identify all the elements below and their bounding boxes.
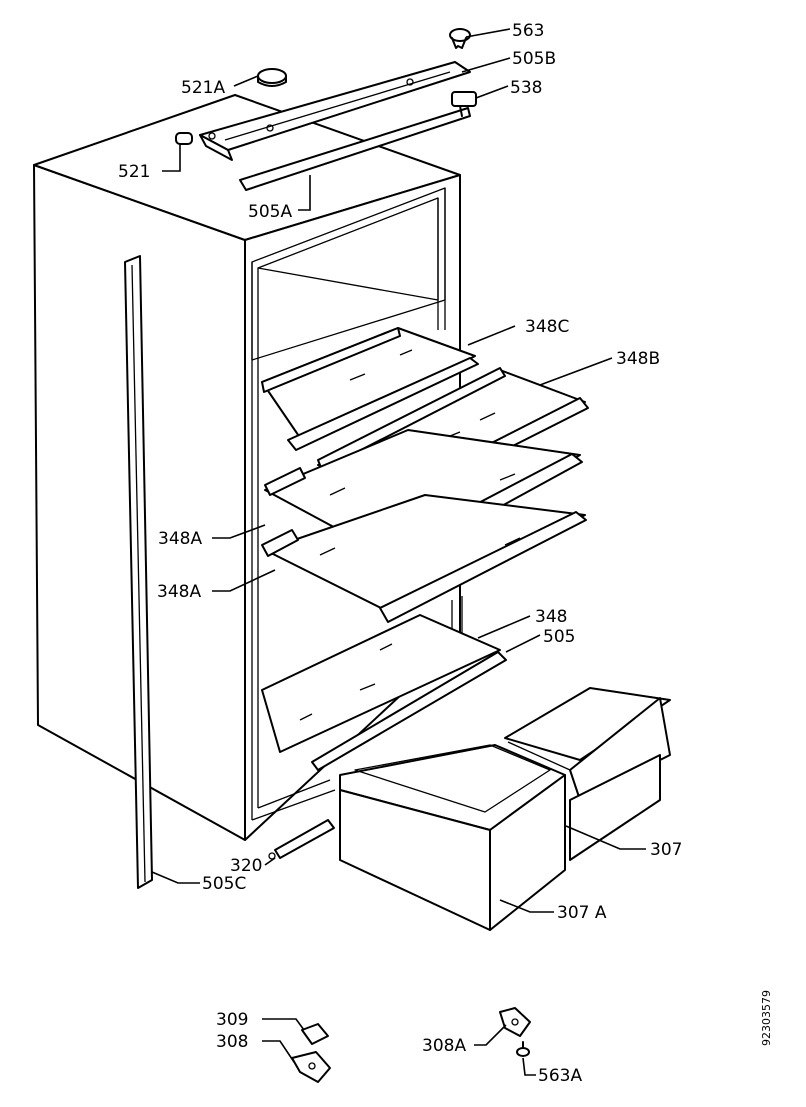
- label-308a: 308A: [422, 1036, 466, 1056]
- shelf-348c: [261, 327, 479, 451]
- top-hinge-bar: [199, 61, 471, 161]
- label-505c: 505C: [202, 874, 246, 894]
- label-308: 308: [216, 1032, 248, 1052]
- label-521: 521: [118, 162, 150, 182]
- shelf-trim-505: [311, 651, 507, 771]
- cap-521: [175, 132, 193, 145]
- label-348b: 348B: [616, 349, 660, 369]
- top-trim-strip: [239, 107, 471, 191]
- document-number: 92303579: [760, 990, 773, 1046]
- part-308: [291, 1051, 331, 1083]
- label-521a: 521A: [181, 78, 225, 98]
- crisper-307: [504, 687, 671, 861]
- leader-lines: [151, 28, 646, 1076]
- label-307: 307: [650, 840, 682, 860]
- label-348a-upper: 348A: [158, 529, 202, 549]
- hinge-cap-521a: [257, 68, 287, 87]
- hinge-538: [451, 91, 477, 117]
- label-348: 348: [535, 607, 567, 627]
- label-505a: 505A: [248, 202, 292, 222]
- crisper-307a: [339, 744, 566, 931]
- part-labels: 563 505B 521A 538 521 505A 348C 348B 348…: [118, 21, 773, 1086]
- label-505: 505: [543, 627, 575, 647]
- label-348c: 348C: [525, 317, 569, 337]
- label-320: 320: [230, 856, 262, 876]
- label-348a-lower: 348A: [157, 582, 201, 602]
- shelf-348-glass: [261, 614, 501, 753]
- label-309: 309: [216, 1010, 248, 1030]
- label-307a: 307 A: [557, 903, 607, 923]
- part-308a: [499, 1007, 531, 1037]
- part-563a: [516, 1041, 530, 1057]
- shelf-348a-lower: [261, 494, 587, 623]
- label-538: 538: [510, 78, 542, 98]
- label-505b: 505B: [512, 49, 556, 69]
- label-563: 563: [512, 21, 544, 41]
- hinge-pin-563: [449, 28, 471, 49]
- clip-320: [268, 819, 335, 860]
- label-563a: 563A: [538, 1066, 582, 1086]
- door-strip-505c: [124, 255, 153, 889]
- part-309: [301, 1023, 329, 1045]
